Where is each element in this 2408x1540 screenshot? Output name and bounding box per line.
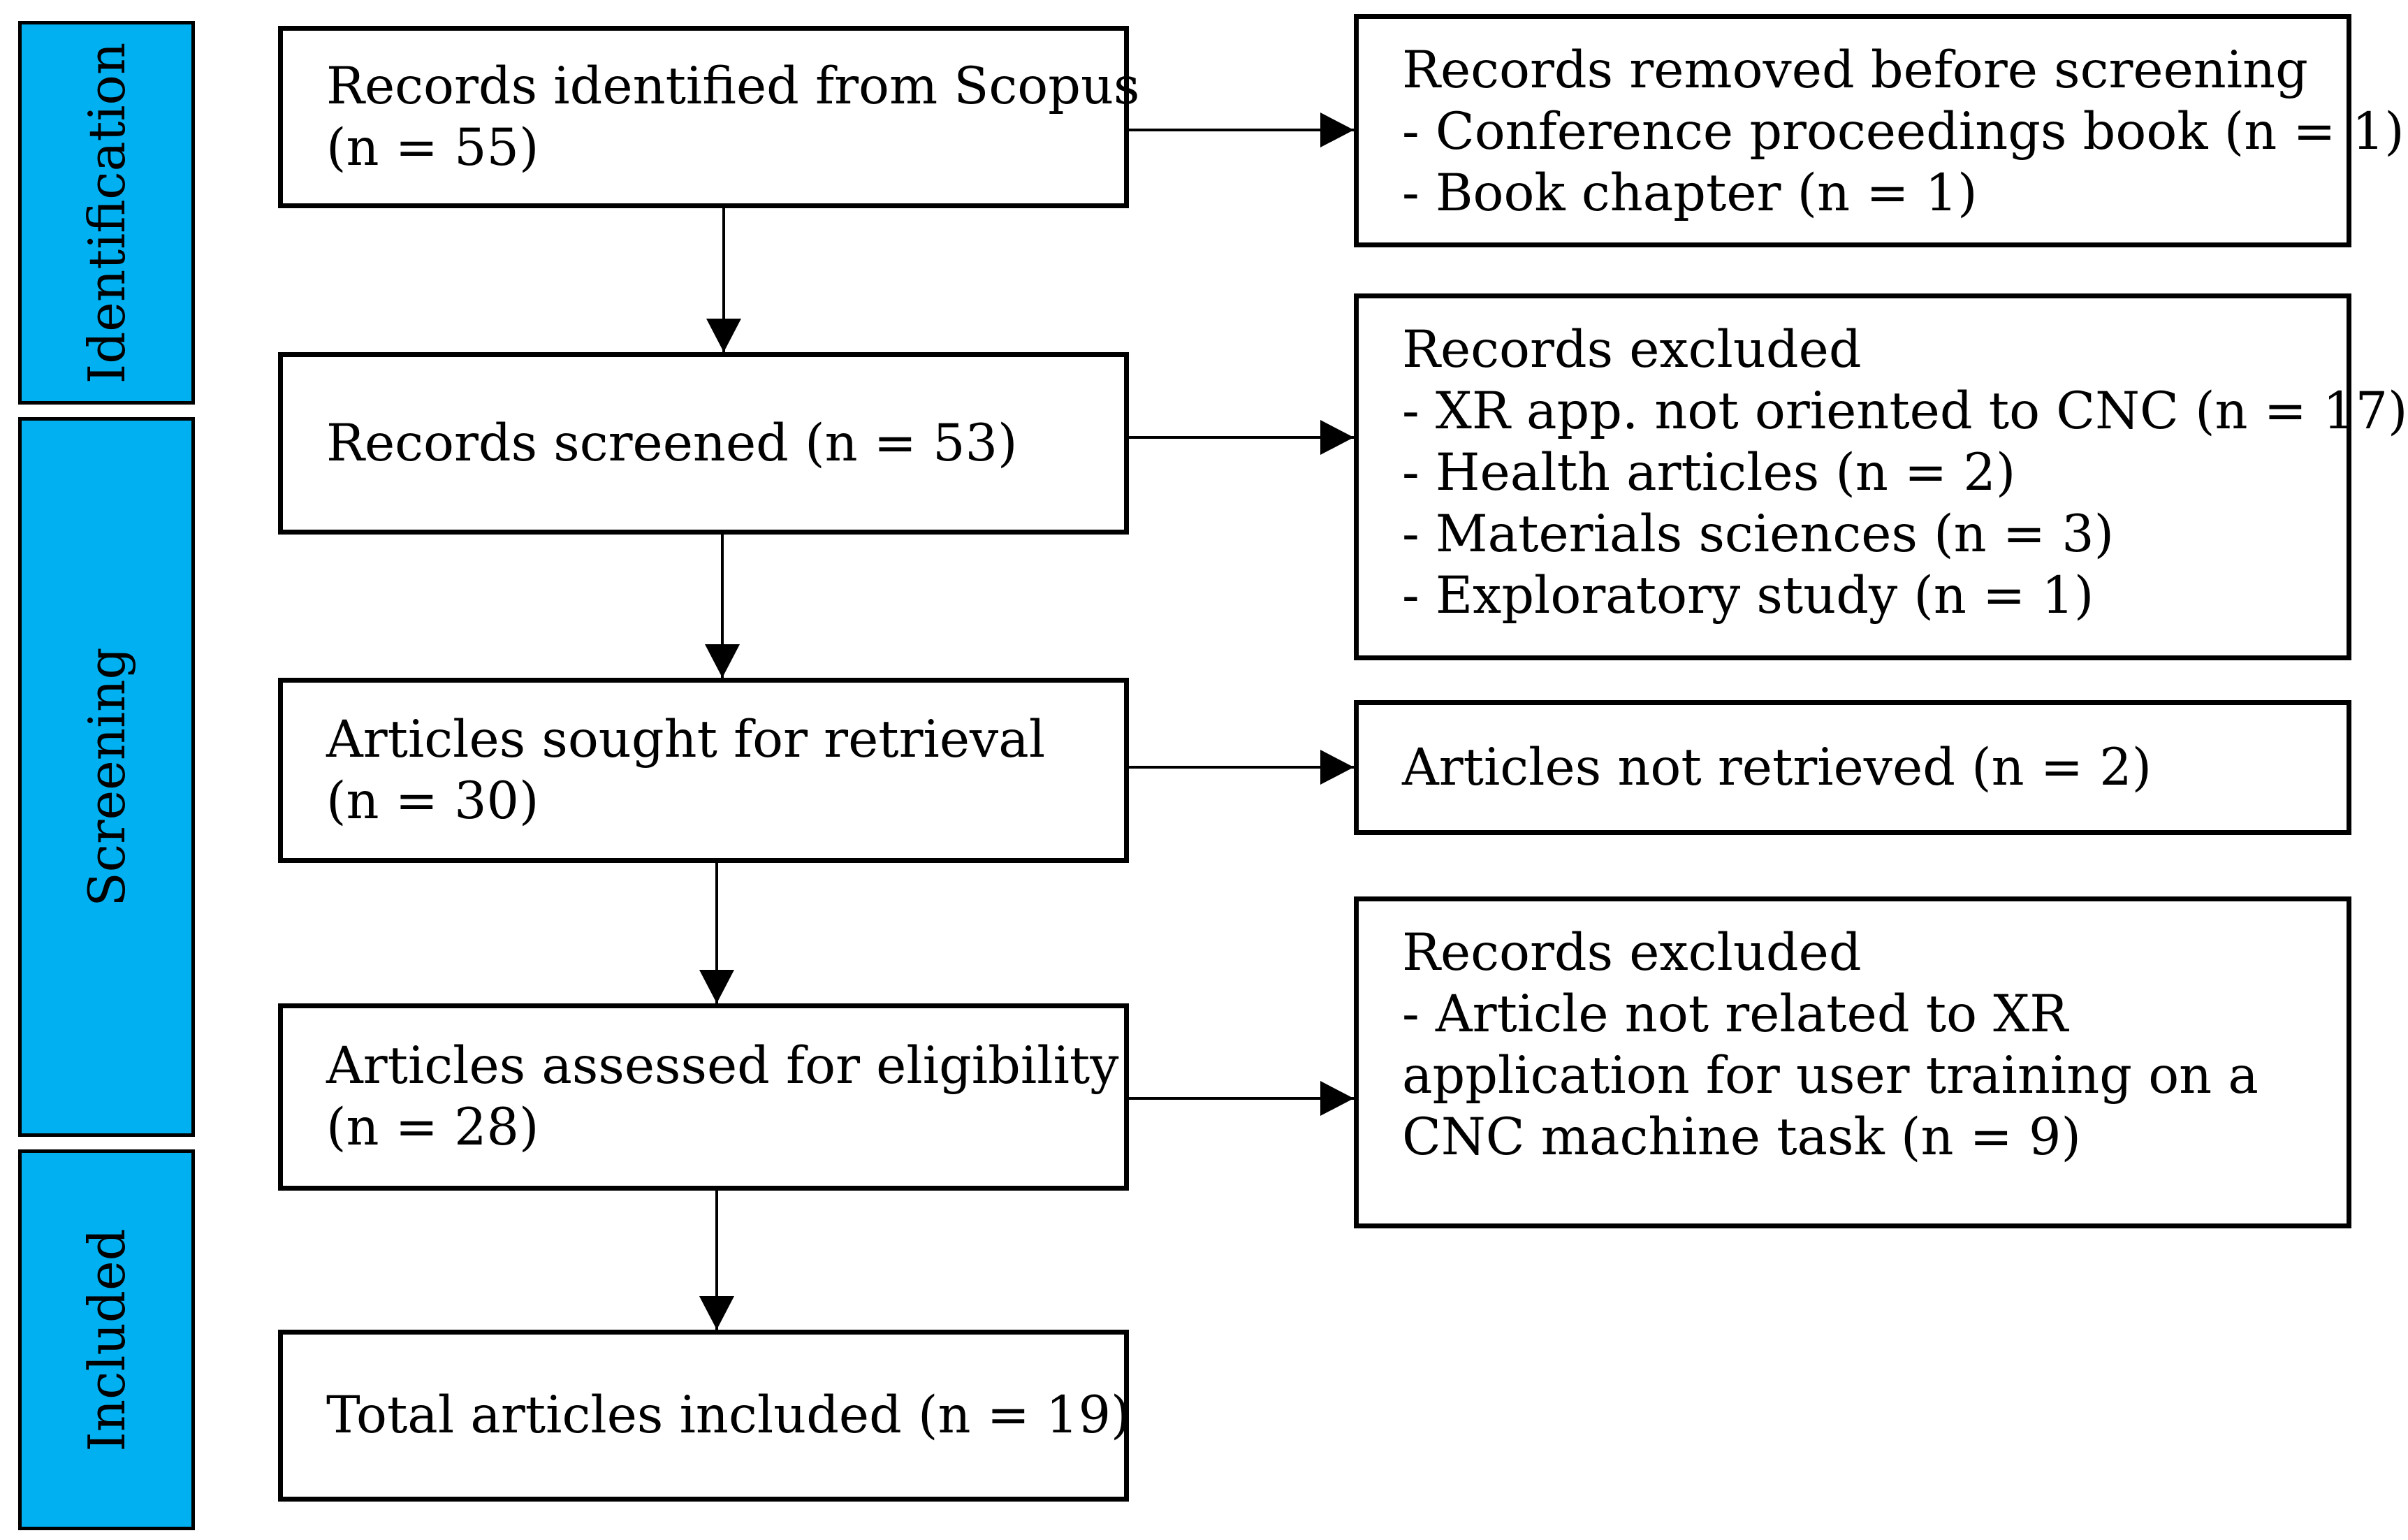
box-articles-sought-line-2: (n = 30) [326, 771, 539, 831]
box-records-identified-line-2: (n = 55) [326, 117, 539, 177]
box-not-retrieved-title: Articles not retrieved (n = 2) [1402, 737, 2152, 797]
stage-screening: Screening [18, 417, 195, 1137]
box-records-identified-line-1: Records identified from Scopus [326, 56, 1140, 116]
box-excluded-screening-item-3: - Materials sciences (n = 3) [1402, 504, 2115, 564]
box-records-excluded-eligibility: Records excluded - Article not related t… [1354, 896, 2351, 1228]
box-records-screened: Records screened (n = 53) [278, 352, 1129, 535]
box-total-included: Total articles included (n = 19) [278, 1330, 1131, 1502]
box-records-excluded-screening: Records excluded - XR app. not oriented … [1354, 293, 2408, 660]
box-articles-assessed: Articles assessed for eligibility (n = 2… [278, 1003, 1129, 1191]
box-total-included-line-1: Total articles included (n = 19) [326, 1386, 1131, 1445]
box-excluded-screening-title: Records excluded [1402, 320, 1862, 379]
box-excluded-screening-item-4: - Exploratory study (n = 1) [1402, 566, 2094, 625]
box-excluded-screening-item-2: - Health articles (n = 2) [1402, 443, 2016, 502]
box-articles-assessed-line-2: (n = 28) [326, 1098, 539, 1157]
box-records-identified: Records identified from Scopus (n = 55) [278, 26, 1140, 208]
box-articles-assessed-line-1: Articles assessed for eligibility [326, 1036, 1119, 1096]
stage-identification: Identification [18, 21, 195, 405]
box-records-removed-title: Records removed before screening [1402, 41, 2308, 100]
box-records-removed-item-2: - Book chapter (n = 1) [1402, 164, 1978, 223]
box-excluded-eligibility-item-1: - Article not related to XR application … [1402, 985, 2259, 1167]
box-excluded-eligibility-title: Records excluded [1402, 923, 1862, 982]
stage-included: Included [18, 1149, 195, 1530]
box-excluded-screening-item-1: - XR app. not oriented to CNC (n = 17) [1402, 382, 2408, 441]
box-articles-sought-line-1: Articles sought for retrieval [326, 709, 1046, 769]
box-records-screened-line-1: Records screened (n = 53) [326, 413, 1018, 473]
box-articles-sought: Articles sought for retrieval (n = 30) [278, 678, 1129, 863]
box-records-removed-item-1: - Conference proceedings book (n = 1) [1402, 102, 2405, 161]
box-articles-not-retrieved: Articles not retrieved (n = 2) [1354, 700, 2351, 835]
box-records-removed: Records removed before screening - Confe… [1354, 14, 2405, 247]
